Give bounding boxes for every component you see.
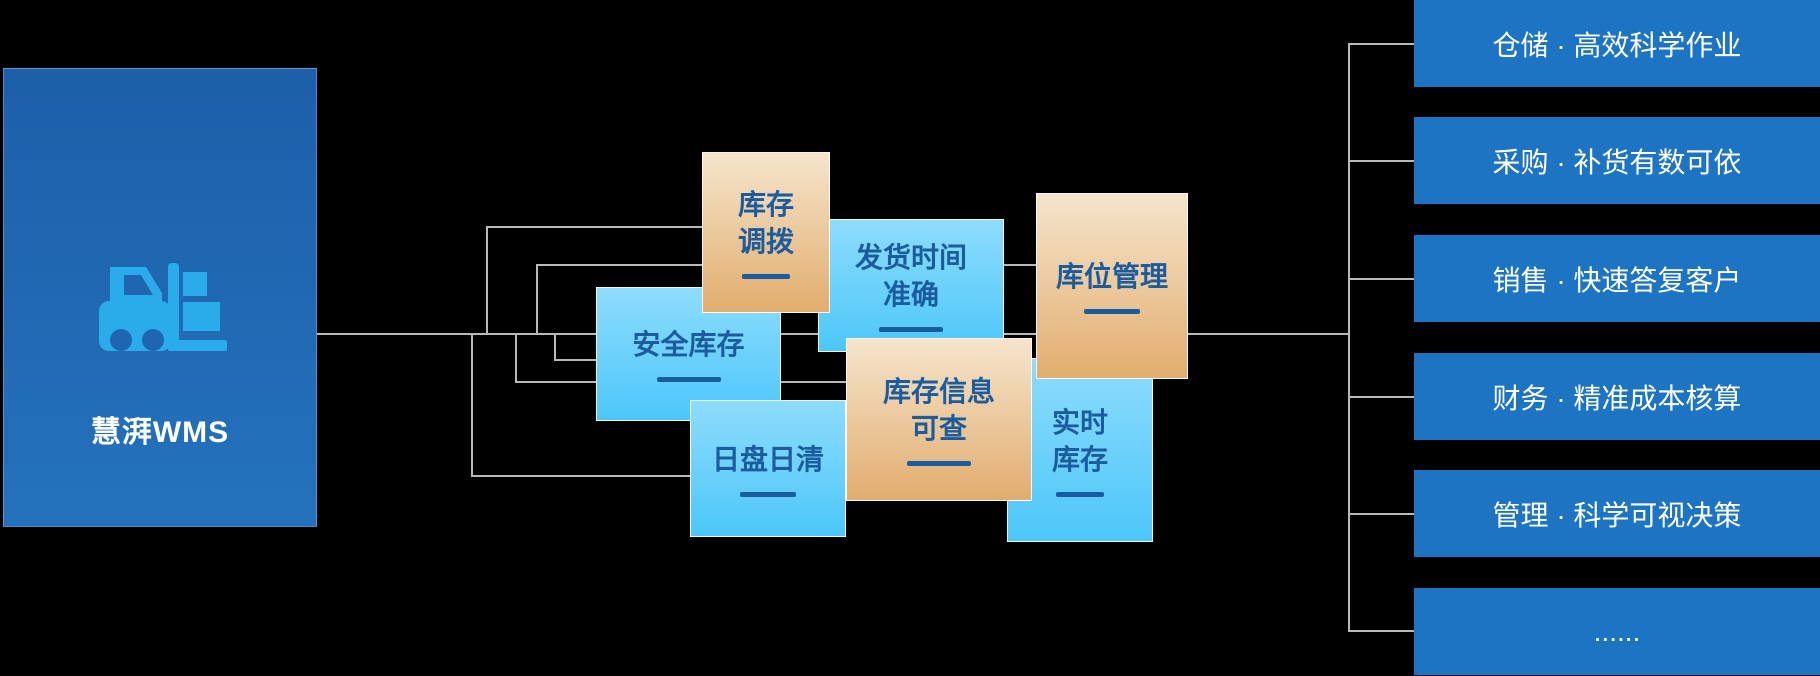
feature-box-delivery-time: 发货时间 准确 bbox=[818, 219, 1004, 352]
bus-stub-purchasing bbox=[1348, 160, 1414, 162]
underline-dash bbox=[1084, 309, 1140, 314]
benefit-label: 仓储 · 高效科学作业 bbox=[1492, 29, 1742, 61]
benefit-label: 管理 · 科学可视决策 bbox=[1492, 499, 1742, 531]
feature-box-location-management: 库位管理 bbox=[1036, 193, 1188, 379]
bus-stub-management bbox=[1348, 513, 1414, 515]
benefit-bar-sales: 销售 · 快速答复客户 bbox=[1414, 235, 1820, 322]
connector-daily-hline bbox=[471, 475, 690, 477]
feature-label: 可查 bbox=[910, 413, 967, 444]
benefit-label: 销售 · 快速答复客户 bbox=[1492, 264, 1742, 296]
wms-label: 慧湃WMS bbox=[90, 416, 230, 449]
benefit-label: ...... bbox=[1593, 615, 1641, 647]
feature-label: 调拨 bbox=[737, 226, 794, 257]
connector-transfer-hline bbox=[486, 226, 702, 228]
benefit-label: 采购 · 补货有数可依 bbox=[1492, 146, 1742, 178]
connector-info-vline bbox=[515, 333, 517, 383]
connector-daily-vline bbox=[471, 333, 473, 477]
feature-box-inventory-transfer: 库存 调拨 bbox=[702, 152, 830, 313]
bus-stub-more bbox=[1348, 630, 1414, 632]
feature-label: 库位管理 bbox=[1055, 261, 1168, 292]
feature-label: 实时 bbox=[1051, 406, 1108, 438]
forklift-icon bbox=[98, 263, 227, 351]
feature-label: 安全库存 bbox=[632, 329, 745, 360]
connector-transfer-vline bbox=[486, 226, 488, 335]
bus-stub-warehouse bbox=[1348, 43, 1414, 45]
bus-stub-finance bbox=[1348, 396, 1414, 398]
feature-label: 准确 bbox=[882, 279, 939, 310]
underline-dash bbox=[879, 327, 943, 332]
feature-label: 库存 bbox=[1051, 443, 1108, 475]
benefit-bar-management: 管理 · 科学可视决策 bbox=[1414, 470, 1820, 557]
underline-dash bbox=[656, 377, 721, 382]
feature-label: 库存 bbox=[737, 189, 794, 220]
underline-dash bbox=[740, 491, 796, 497]
benefit-bar-more: ...... bbox=[1414, 588, 1820, 675]
feature-label: 日盘日清 bbox=[711, 443, 824, 475]
benefit-bar-warehouse: 仓储 · 高效科学作业 bbox=[1414, 0, 1820, 87]
connector-safety-vline bbox=[554, 333, 556, 361]
benefit-bar-finance: 财务 · 精准成本核算 bbox=[1414, 353, 1820, 440]
feature-box-safety-stock: 安全库存 bbox=[596, 287, 781, 421]
connector-delivery-location-vline bbox=[536, 264, 538, 335]
bus-stub-sales bbox=[1348, 278, 1414, 280]
benefit-label: 财务 · 精准成本核算 bbox=[1492, 382, 1742, 414]
underline-dash bbox=[1056, 491, 1104, 497]
underline-dash bbox=[907, 461, 971, 466]
feature-label: 库存信息 bbox=[882, 376, 995, 407]
underline-dash bbox=[742, 274, 790, 279]
right-bus-line bbox=[1348, 43, 1350, 631]
wms-source-box: 慧湃WMS bbox=[3, 68, 317, 527]
feature-label: 发货时间 bbox=[854, 242, 967, 273]
benefit-bar-purchasing: 采购 · 补货有数可依 bbox=[1414, 117, 1820, 204]
feature-box-inventory-info: 库存信息 可查 bbox=[846, 338, 1032, 501]
feature-box-daily-count: 日盘日清 bbox=[690, 400, 846, 537]
